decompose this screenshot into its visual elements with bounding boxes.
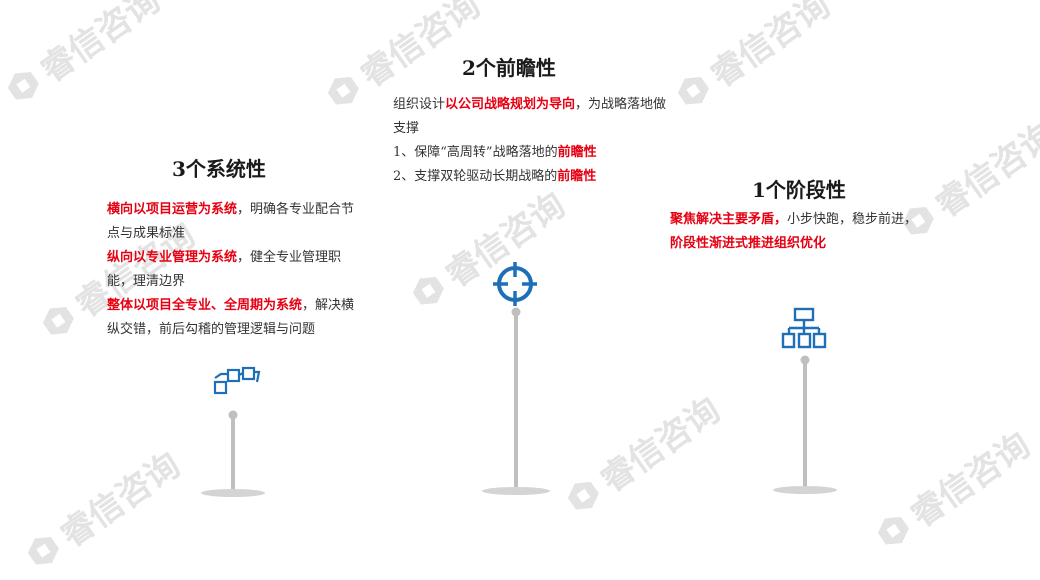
- center-title: 2个前瞻性: [462, 56, 556, 80]
- left-p3-strong: 整体以项目全专业、全周期为系统: [107, 298, 303, 313]
- left-description: 横向以项目运营为系统，明确各专业配合节点与成果标准 纵向以专业管理为系统，健全专…: [107, 198, 365, 342]
- watermark: 睿信咨询: [556, 383, 728, 524]
- left-stand: [201, 366, 265, 497]
- watermark-logo-icon: [877, 516, 909, 545]
- left-p3-rest: ，解决横纵交错，前后勾稽的管理逻辑与问题: [107, 298, 355, 337]
- center-item1-pre: 1、保障“高周转”战略落地的: [393, 145, 558, 160]
- watermark-logo-icon: [567, 481, 599, 510]
- center-p1-pre: 组织设计: [393, 97, 446, 112]
- right-p1-mid: 小步快跑，稳步前进，: [787, 212, 918, 227]
- watermark: 睿信咨询: [666, 0, 838, 120]
- watermark-logo-icon: [412, 276, 444, 305]
- left-p2-rest: ，健全专业管理职能，理清边界: [107, 250, 342, 289]
- right-description: 聚焦解决主要矛盾，小步快跑，稳步前进， 阶段性渐进式推进组织优化: [670, 208, 925, 256]
- flowchart-icon: [213, 366, 261, 395]
- watermark-logo-icon: [42, 306, 74, 335]
- watermark-logo-icon: [7, 71, 39, 100]
- center-p1-strong: 以公司战略规划为导向: [445, 97, 576, 112]
- watermark: 睿信咨询: [16, 438, 188, 579]
- left-title: 3个系统性: [172, 157, 266, 181]
- watermark: 睿信咨询: [0, 0, 168, 115]
- left-p2-strong: 纵向以专业管理为系统: [107, 250, 238, 265]
- center-item2-pre: 2、支撑双轮驱动长期战略的: [393, 169, 558, 184]
- center-item1-strong: 前瞻性: [557, 145, 597, 160]
- right-title: 1个阶段性: [752, 178, 846, 202]
- watermark-logo-icon: [327, 76, 359, 105]
- left-p1-rest: ，明确各专业配合节点与成果标准: [107, 202, 355, 241]
- right-p1-strong: 聚焦解决主要矛盾，: [670, 212, 788, 227]
- center-p1-rest: ，为战略落地做支撑: [393, 97, 667, 136]
- watermark-logo-icon: [27, 536, 59, 565]
- watermark-logo-icon: [677, 76, 709, 105]
- watermark: 睿信咨询: [866, 418, 1038, 559]
- target-icon: [493, 262, 537, 306]
- center-description: 组织设计以公司战略规划为导向，为战略落地做支撑 1、保障“高周转”战略落地的前瞻…: [393, 93, 668, 189]
- org-chart-icon: [781, 307, 827, 349]
- right-p1-strong2: 阶段性渐进式推进组织优化: [670, 236, 827, 251]
- left-p1-strong: 横向以项目运营为系统: [107, 202, 238, 217]
- center-stand: [482, 262, 550, 495]
- right-stand: [773, 307, 837, 494]
- center-item2-strong: 前瞻性: [557, 169, 597, 184]
